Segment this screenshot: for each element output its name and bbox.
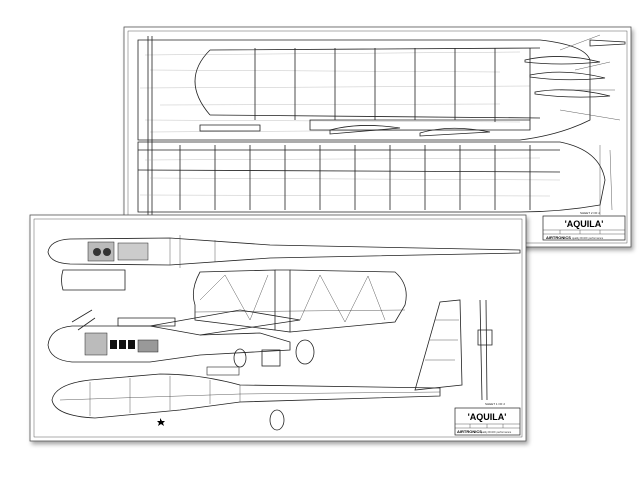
plan-sheet-2: SHEET 2 OF 2 'AQUILA' AIRTRONICS quality… [123, 26, 632, 248]
wing-section-details [199, 56, 611, 137]
detail-drawings [71, 309, 315, 431]
fuselage-side-view-equipment [47, 309, 301, 363]
drawing-title: 'AQUILA' [468, 412, 507, 422]
brand-tagline: quality RC/FF performance [572, 236, 604, 240]
title-block-sheet-2: SHEET 2 OF 2 'AQUILA' AIRTRONICS quality… [542, 211, 626, 241]
star-marker-icon [157, 418, 165, 426]
drawing-title: 'AQUILA' [565, 219, 604, 229]
fin-rudder [414, 299, 493, 401]
brand-name: AIRTRONICS [546, 235, 571, 240]
canopy-hatch [61, 269, 126, 291]
sheet-1-border [33, 218, 523, 438]
sheet-number: SHEET 1 OF 2 [485, 402, 505, 406]
brand-tagline: quality RC/FF performance [480, 430, 512, 434]
fuselage-profile [51, 373, 441, 426]
wing-panel-upper [137, 34, 626, 232]
brand-name: AIRTRONICS [457, 429, 482, 434]
plan-sheet-1: SHEET 1 OF 2 'AQUILA' AIRTRONICS quality… [29, 214, 527, 442]
wing-panel-lower [137, 141, 613, 215]
sheet-2-paper [123, 26, 632, 248]
fuselage-top-view [47, 235, 521, 291]
title-block-sheet-1: SHEET 1 OF 2 'AQUILA' AIRTRONICS quality… [454, 402, 521, 436]
sheet-number: SHEET 2 OF 2 [580, 211, 600, 215]
